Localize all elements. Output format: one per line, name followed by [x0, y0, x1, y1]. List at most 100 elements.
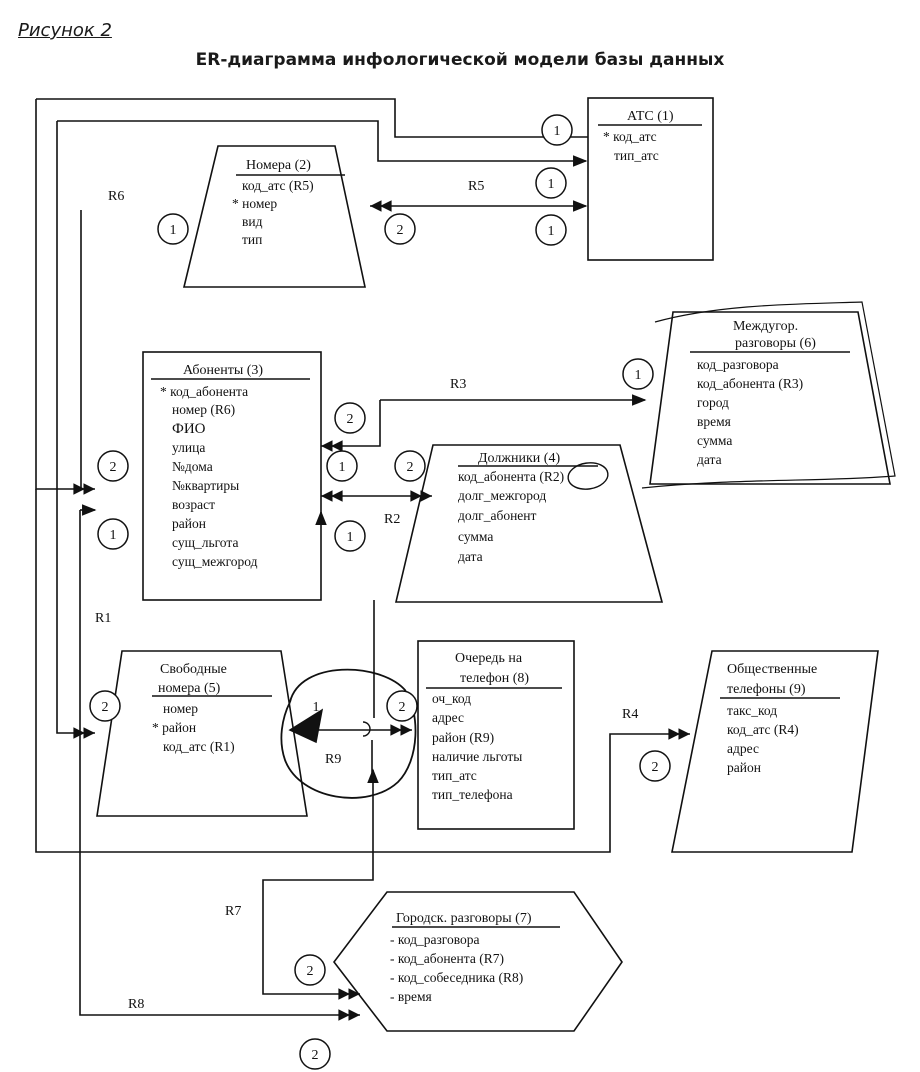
card-label: 2: [652, 760, 659, 775]
card-circle: [89, 690, 121, 722]
entity-attribute: район (R9): [432, 730, 494, 745]
card-label: 1: [347, 530, 354, 545]
entity-abonenty: Абоненты (3) * код_абонента номер (R6) Ф…: [160, 363, 263, 569]
entity-attribute: адрес: [432, 710, 464, 725]
r9-loop: [280, 668, 417, 799]
entity-attribute: * код_атс: [603, 129, 657, 144]
entity-title: Номера (2): [246, 158, 311, 173]
entity-title: АТС (1): [627, 109, 674, 124]
rel-label-r1: R1: [95, 611, 111, 626]
card-label: 1: [170, 223, 177, 238]
card-label: 2: [397, 223, 404, 238]
entity-gorodsk-box: [332, 891, 623, 1032]
entity-ats: АТС (1) * код_атс тип_атс: [603, 109, 674, 163]
entity-title: Очередь на: [455, 651, 523, 666]
card-label: 1: [554, 124, 561, 139]
rel-label-r6: R6: [108, 189, 124, 204]
entity-attribute: время: [697, 414, 731, 429]
card-circle: [97, 518, 129, 550]
entity-attribute: район: [727, 760, 761, 775]
entity-attribute: * код_абонента: [160, 384, 248, 399]
diagram-title: ER-диаграмма инфологической модели базы …: [195, 50, 725, 70]
card-label: 2: [307, 964, 314, 979]
entity-attribute: сущ_льгота: [172, 535, 238, 550]
card-circle: [384, 213, 416, 245]
entity-attribute: * номер: [232, 196, 277, 211]
rel-label-r2: R2: [384, 512, 400, 527]
entity-mezhdugor-sketch: [641, 301, 896, 489]
entity-attribute: №дома: [172, 459, 213, 474]
entity-attribute: улица: [172, 440, 205, 455]
entity-attribute: оч_код: [432, 691, 471, 706]
rel-label-r9: R9: [325, 752, 341, 767]
entity-attribute: - код_разговора: [390, 932, 480, 947]
entity-attribute: город: [697, 395, 729, 410]
entity-attribute: долг_межгород: [458, 488, 546, 503]
card-label: 1: [548, 224, 555, 239]
card-label: 2: [347, 412, 354, 427]
card-label: 2: [312, 1048, 319, 1063]
entity-title: Свободные: [160, 662, 227, 677]
entity-title: Общественные: [727, 662, 817, 677]
entity-ochered: Очередь на телефон (8) оч_код адрес райо…: [432, 651, 529, 802]
card-circle: [622, 358, 654, 390]
entity-attribute: сумма: [697, 433, 732, 448]
card-circle: [639, 750, 671, 782]
rel-label-r7: R7: [225, 904, 241, 919]
entity-attribute: код_атс (R5): [242, 178, 314, 193]
entity-dolzhniki: Должники (4) код_абонента (R2) долг_межг…: [458, 451, 564, 564]
entity-svobodnye-box: [96, 650, 308, 817]
card-circle: [157, 213, 189, 245]
entity-attribute: код_атс (R4): [727, 722, 799, 737]
card-circle: [535, 214, 567, 246]
rel-label-r4: R4: [622, 707, 638, 722]
entity-attribute: дата: [458, 549, 483, 564]
entity-attribute: код_абонента (R2): [458, 469, 564, 484]
card-circle: [541, 114, 573, 146]
entity-attribute: тип: [242, 232, 262, 247]
rel-label-r8: R8: [128, 997, 144, 1012]
entity-nomera-box: [182, 145, 366, 288]
entity-ats-box: [587, 97, 714, 261]
rel-label-r5: R5: [468, 179, 484, 194]
entity-svobodnye: Свободные номера (5) номер * район код_а…: [152, 662, 235, 754]
entity-attribute: код_абонента (R3): [697, 376, 803, 391]
rel-label-r3: R3: [450, 377, 466, 392]
card-label: 2: [407, 460, 414, 475]
entity-attribute: №квартиры: [172, 478, 239, 493]
entity-attribute: наличие льготы: [432, 749, 522, 764]
card-circle: [334, 520, 366, 552]
card-circle: [394, 450, 426, 482]
card-label: 2: [399, 700, 406, 715]
figure-caption: Рисунок 2: [18, 20, 112, 41]
entity-attribute: ФИО: [172, 421, 206, 437]
entity-attribute: район: [172, 516, 206, 531]
entity-attribute: номер (R6): [172, 402, 235, 417]
entity-attribute: дата: [697, 452, 722, 467]
entity-attribute: тип_телефона: [432, 787, 513, 802]
r9-triangle-marker: [288, 708, 324, 744]
card-circle: [535, 167, 567, 199]
entity-title: Междугор.: [733, 319, 798, 334]
entity-attribute: тип_атс: [614, 148, 659, 163]
entity-attribute: сущ_межгород: [172, 554, 258, 569]
entity-title: телефон (8): [460, 671, 529, 686]
entity-obshch-box: [671, 650, 879, 853]
entity-abonenty-box: [142, 351, 322, 601]
entity-dolzhniki-box: [394, 444, 664, 603]
entity-attribute: долг_абонент: [458, 508, 537, 523]
entity-nomera: Номера (2) код_атс (R5) * номер вид тип: [232, 158, 314, 247]
entity-attribute: тип_атс: [432, 768, 477, 783]
entity-attribute: вид: [242, 214, 263, 229]
entity-attribute: код_разговора: [697, 357, 779, 372]
card-label: 1: [313, 700, 320, 715]
card-circle: [294, 954, 326, 986]
entity-mezhdugor-box: [649, 311, 891, 485]
entity-title: номера (5): [158, 681, 221, 696]
entity-title: телефоны (9): [727, 682, 806, 697]
entity-title: разговоры (6): [735, 336, 816, 351]
card-circle: [386, 690, 418, 722]
card-circle: [326, 450, 358, 482]
card-circle: [334, 402, 366, 434]
